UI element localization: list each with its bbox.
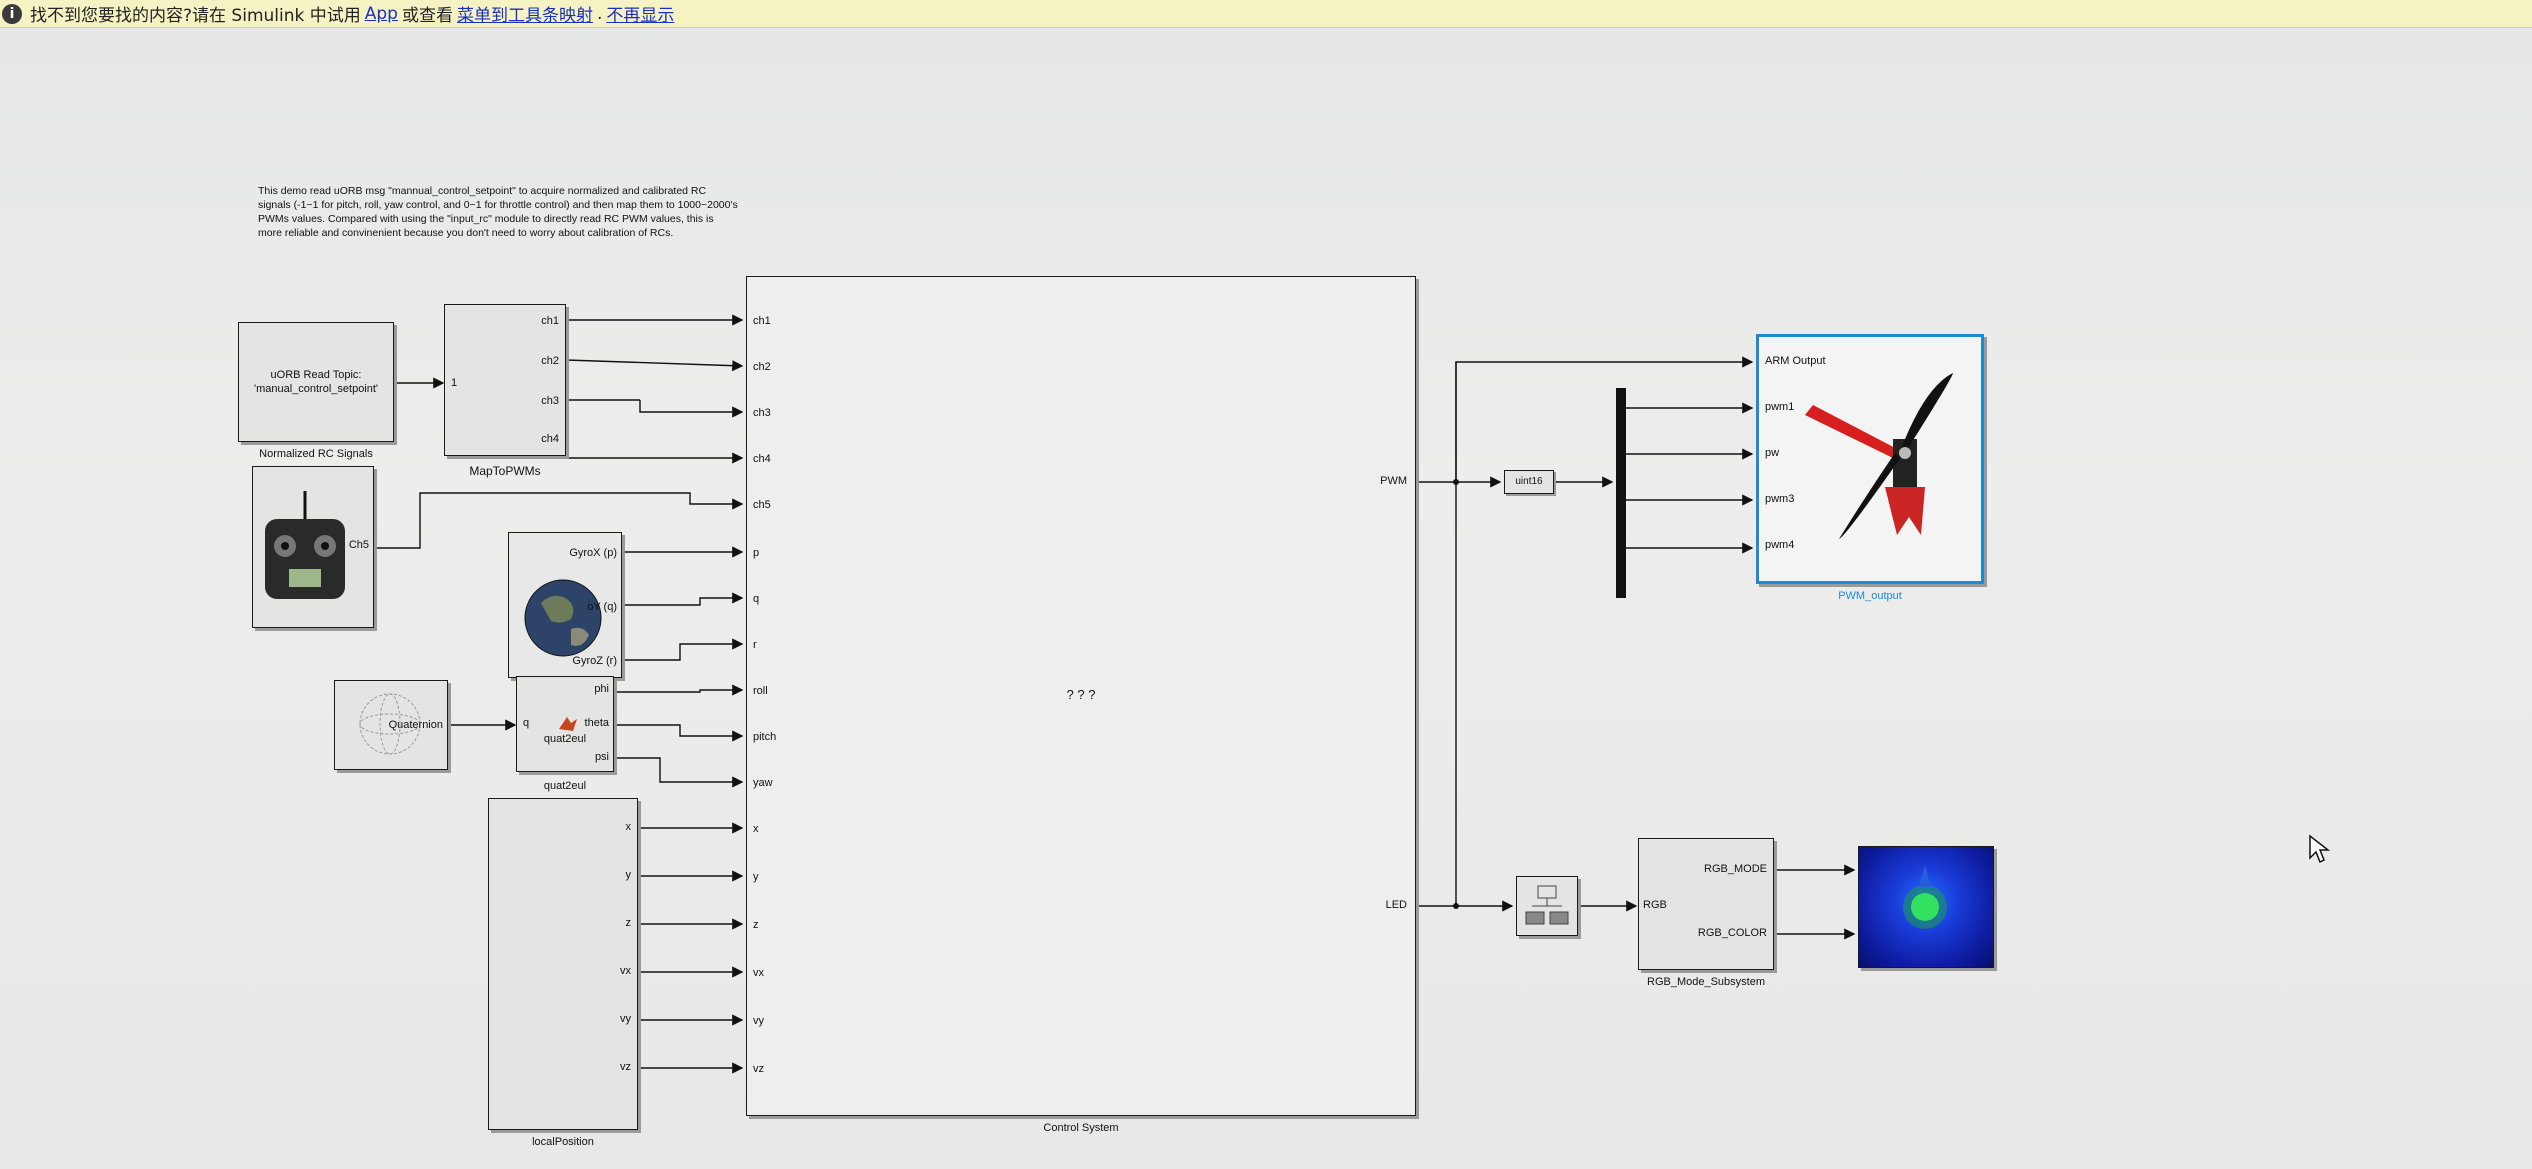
quat2eul-in-port: q: [523, 717, 530, 729]
quat2eul-inner-text: quat2eul: [543, 733, 587, 745]
demo-annotation: This demo read uORB msg "mannual_control…: [258, 185, 738, 239]
dismiss-link[interactable]: 不再显示: [606, 6, 675, 26]
pwm-port-pwm1: pwm1: [1765, 401, 1795, 413]
cs-in-p: p: [753, 547, 760, 559]
gyro-port-z: GyroZ (r): [572, 655, 617, 667]
gyro-port-x: GyroX (p): [569, 547, 617, 559]
quat2eul-out-theta: theta: [584, 717, 609, 729]
local-position-block[interactable]: x y z vx vy vz: [488, 798, 638, 1130]
rc-transmitter-block[interactable]: Ch5: [252, 466, 374, 628]
map-out-ch1: ch1: [541, 315, 559, 327]
pwm-port-pwm2: pw: [1765, 447, 1780, 459]
cs-in-ch5: ch5: [753, 499, 771, 511]
subsystem-icon: [1525, 885, 1569, 925]
local-position-label: localPosition: [532, 1136, 594, 1148]
notification-bar: i 找不到您要找的内容?请在 Simulink 中试用 App 或查看 菜单到工…: [0, 0, 2532, 28]
quat2eul-out-phi: phi: [594, 683, 609, 695]
quat2eul-out-psi: psi: [594, 751, 609, 763]
local-port-vz: vz: [620, 1061, 631, 1073]
local-port-vx: vx: [620, 965, 631, 977]
model-canvas[interactable]: This demo read uORB msg "mannual_control…: [0, 28, 2532, 1169]
uorb-read-block[interactable]: uORB Read Topic: 'manual_control_setpoin…: [238, 322, 394, 442]
cs-in-ch4: ch4: [753, 453, 771, 465]
gyro-port-y: oY (q): [587, 601, 617, 613]
map-out-ch4: ch4: [541, 433, 559, 445]
app-link[interactable]: App: [364, 3, 398, 24]
uint16-text: uint16: [1515, 476, 1543, 487]
bus-selector-block[interactable]: [1516, 876, 1578, 936]
map-out-ch2: ch2: [541, 355, 559, 367]
cs-in-r: r: [753, 639, 757, 651]
led-icon: [1903, 865, 1947, 929]
matlab-function-icon: [559, 717, 577, 731]
pwm-port-arm: ARM Output: [1765, 355, 1826, 367]
map-in-port: 1: [451, 377, 458, 389]
control-system-center-text: ? ? ?: [1066, 687, 1096, 702]
cs-in-z: z: [753, 919, 759, 931]
control-system-label: Control System: [1043, 1122, 1119, 1134]
pwm-output-label: PWM_output: [1838, 590, 1902, 602]
rgb-led-block[interactable]: [1858, 846, 1994, 968]
uorb-block-label: Normalized RC Signals: [259, 448, 373, 460]
cs-in-vx: vx: [753, 967, 764, 979]
cs-in-ch2: ch2: [753, 361, 771, 373]
rgb-out-mode: RGB_MODE: [1704, 863, 1767, 875]
map-out-ch3: ch3: [541, 395, 559, 407]
cs-in-ch1: ch1: [753, 315, 771, 327]
rgb-in-port: RGB: [1643, 899, 1667, 911]
pwm-port-pwm4: pwm4: [1765, 539, 1795, 551]
cs-in-roll: roll: [753, 685, 768, 697]
pwm-output-block[interactable]: ARM Output pwm1 pw pwm3 pwm4: [1756, 334, 1984, 584]
cs-in-y: y: [753, 871, 759, 883]
quaternion-port: Quaternion: [388, 719, 443, 731]
mux-block[interactable]: [1616, 388, 1626, 598]
banner-text: 找不到您要找的内容?请在 Simulink 中试用: [30, 6, 361, 26]
pwm-port-pwm3: pwm3: [1765, 493, 1795, 505]
local-port-z: z: [625, 917, 632, 929]
cs-out-pwm: PWM: [1380, 475, 1407, 487]
rc-port-ch5: Ch5: [348, 539, 369, 551]
map-to-pwms-block[interactable]: 1 ch1 ch2 ch3 ch4: [444, 304, 566, 456]
cs-in-vz: vz: [753, 1063, 764, 1075]
local-port-y: y: [625, 869, 632, 881]
cs-in-x: x: [753, 823, 759, 835]
propeller-motor-icon: [1805, 373, 1953, 539]
map-block-label: MapToPWMs: [469, 464, 541, 478]
banner-middle-text: 或查看: [401, 6, 453, 26]
quaternion-block[interactable]: Quaternion: [334, 680, 448, 770]
cs-in-pitch: pitch: [753, 731, 777, 743]
rgb-mode-subsystem-label: RGB_Mode_Subsystem: [1647, 976, 1765, 988]
gyro-block[interactable]: GyroX (p) oY (q) GyroZ (r): [508, 532, 622, 678]
cs-in-q: q: [753, 593, 760, 605]
control-system-block[interactable]: ? ? ? ch1 ch2 ch3 ch4 ch5 p q r roll pit…: [746, 276, 1416, 1116]
info-icon: i: [2, 3, 22, 24]
uorb-text-2: 'manual_control_setpoint': [253, 383, 379, 395]
mouse-cursor-icon: [2309, 834, 2331, 864]
local-port-vy: vy: [620, 1013, 631, 1025]
local-port-x: x: [625, 821, 632, 833]
uorb-text-1: uORB Read Topic:: [270, 369, 362, 381]
cs-out-led: LED: [1385, 899, 1407, 911]
cs-in-yaw: yaw: [753, 777, 773, 789]
earth-icon: [524, 579, 602, 657]
quat2eul-block[interactable]: q phi theta psi quat2eul: [516, 676, 614, 772]
quat2eul-block-label: quat2eul: [543, 780, 587, 792]
cs-in-ch3: ch3: [753, 407, 771, 419]
sphere-grid-icon: [359, 693, 421, 755]
menu-toolbar-mapping-link[interactable]: 菜单到工具条映射: [456, 6, 593, 26]
rc-transmitter-icon: [265, 491, 345, 599]
rgb-mode-subsystem-block[interactable]: RGB RGB_MODE RGB_COLOR: [1638, 838, 1774, 970]
cs-in-vy: vy: [753, 1015, 764, 1027]
rgb-out-color: RGB_COLOR: [1697, 927, 1767, 939]
uint16-convert-block[interactable]: uint16: [1504, 470, 1554, 494]
